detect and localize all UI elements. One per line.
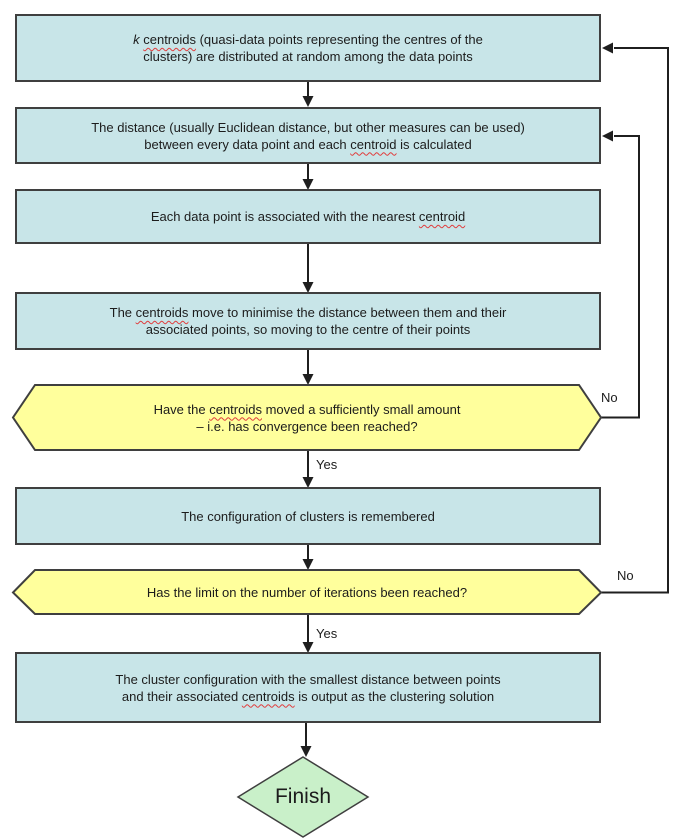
- node-label: Each data point is associated with the n…: [150, 209, 466, 224]
- arrowhead-down-icon: [302, 179, 314, 190]
- arrowhead-down-icon: [300, 746, 312, 757]
- loop-convergence-no: [601, 135, 640, 419]
- edge-label-iterations-no: No: [617, 568, 634, 583]
- process-box-move-centroids: [15, 292, 601, 350]
- process-box-associate-points: [15, 189, 601, 244]
- node-label: Has the limit on the number of iteration…: [146, 584, 468, 600]
- arrowhead-left-icon: [602, 42, 613, 54]
- node-label: k centroids (quasi-data points represent…: [133, 32, 483, 64]
- node-text-move-centroids: The centroids move to minimise the dista…: [16, 293, 600, 349]
- node-text-distribute-centroids: k centroids (quasi-data points represent…: [16, 15, 600, 81]
- process-box-distribute-centroids: [15, 14, 601, 82]
- connector-lines: [305, 47, 669, 746]
- node-text-finish: Finish: [238, 757, 368, 837]
- decision-hexagon-iteration-limit: [11, 569, 603, 615]
- decision-hexagon-convergence: [11, 384, 603, 451]
- arrowhead-down-icon: [302, 477, 314, 488]
- node-text-convergence-check: Have the centroids moved a sufficiently …: [35, 385, 579, 450]
- edge-label-iterations-yes: Yes: [316, 626, 338, 641]
- process-box-calculate-distance: [15, 107, 601, 164]
- arrowhead-down-icon: [302, 96, 314, 107]
- finish-label: Finish: [274, 785, 332, 808]
- node-label: The centroids move to minimise the dista…: [109, 305, 507, 337]
- arrowhead-left-icon: [602, 130, 613, 142]
- edge-label-convergence-yes: Yes: [316, 457, 338, 472]
- arrowhead-down-icon: [302, 559, 314, 570]
- node-text-output-solution: The cluster configuration with the small…: [16, 653, 600, 722]
- node-label: The distance (usually Euclidean distance…: [91, 119, 525, 152]
- loop-iterations-no: [601, 47, 669, 594]
- edge-label-convergence-no: No: [601, 390, 618, 405]
- node-text-remember-configuration: The configuration of clusters is remembe…: [16, 488, 600, 544]
- process-box-remember-configuration: [15, 487, 601, 545]
- node-label: Have the centroids moved a sufficiently …: [153, 401, 461, 434]
- process-box-output-solution: [15, 652, 601, 723]
- terminator-diamond-finish: [236, 756, 370, 838]
- node-text-iteration-limit-check: Has the limit on the number of iteration…: [35, 570, 579, 614]
- arrowhead-down-icon: [302, 282, 314, 293]
- node-label: The configuration of clusters is remembe…: [181, 508, 435, 524]
- node-label: The cluster configuration with the small…: [115, 671, 501, 704]
- arrowheads: [300, 42, 613, 757]
- node-text-associate-points: Each data point is associated with the n…: [16, 190, 600, 243]
- arrowhead-down-icon: [302, 374, 314, 385]
- node-text-calculate-distance: The distance (usually Euclidean distance…: [16, 108, 600, 163]
- arrowhead-down-icon: [302, 642, 314, 653]
